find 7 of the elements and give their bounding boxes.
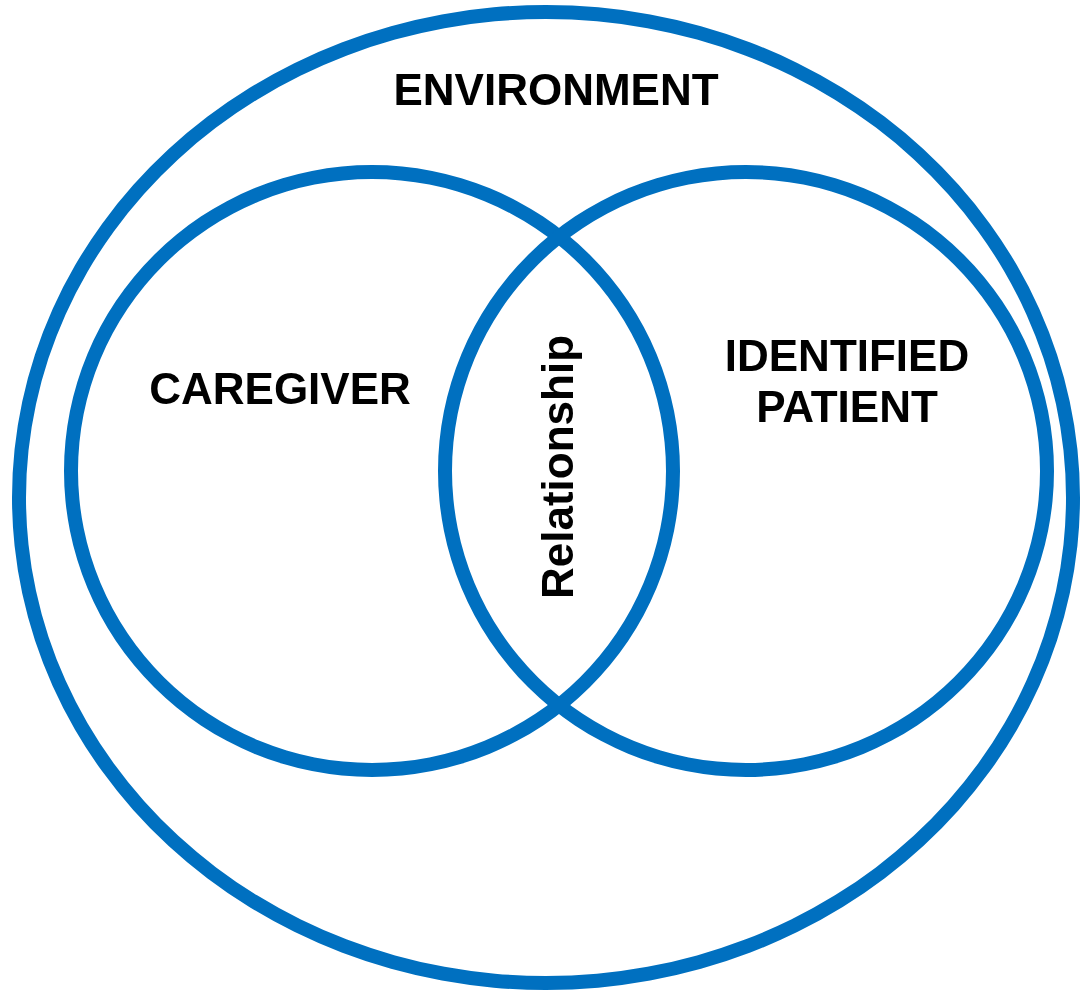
overlap-label: Relationship (536, 335, 580, 599)
region-label: CAREGIVER (148, 363, 412, 415)
patient-circle (438, 165, 1054, 777)
region-label: ENVIRONMENT (392, 64, 720, 116)
caregiver-circle (64, 165, 680, 777)
region-label: IDENTIFIED PATIENT (723, 331, 971, 433)
environment-ellipse (12, 5, 1080, 990)
